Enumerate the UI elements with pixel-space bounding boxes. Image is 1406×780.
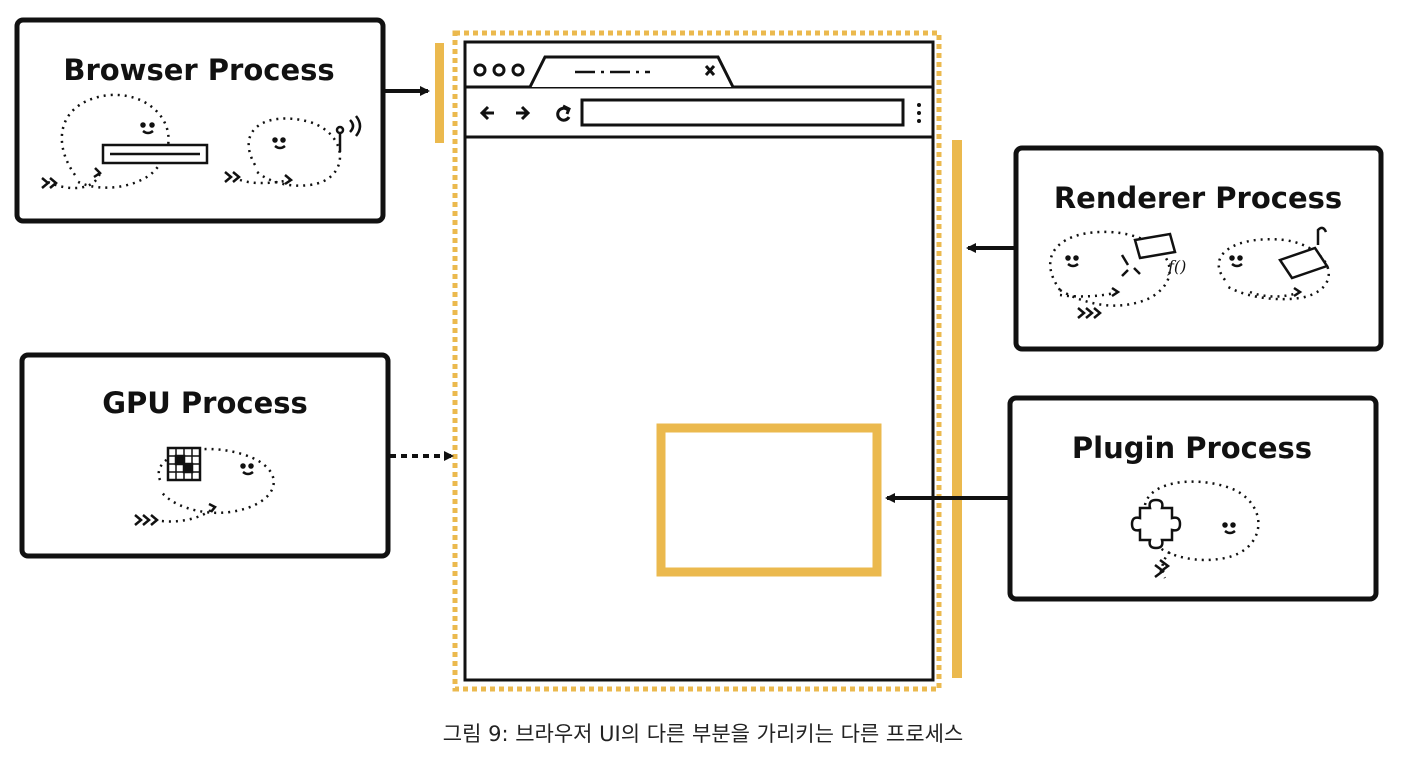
browser-process-illustration — [41, 93, 362, 190]
plugin-process-illustration — [1130, 480, 1260, 579]
process-diagram: Browser Process GPU Process — [14, 17, 1384, 692]
browser-tab[interactable] — [528, 55, 735, 88]
browser-process-box: Browser Process — [14, 17, 386, 224]
gpu-process-box: GPU Process — [19, 352, 391, 559]
renderer-process-box: Renderer Process f() — [1013, 145, 1384, 352]
plugin-process-title: Plugin Process — [1072, 431, 1312, 465]
reload-icon[interactable] — [556, 104, 571, 122]
browser-ui-indicator-bar — [435, 43, 444, 143]
renderer-content-indicator-bar — [952, 140, 962, 678]
plugin-area — [656, 423, 882, 577]
arrow-left-icon[interactable] — [479, 105, 494, 121]
browser-window — [452, 30, 942, 692]
more-vert-icon[interactable] — [917, 103, 921, 123]
browser-outline-dotted — [452, 30, 942, 692]
renderer-process-illustration: f() — [1048, 226, 1330, 319]
gpu-process-illustration — [134, 446, 275, 526]
browser-process-title: Browser Process — [63, 53, 334, 87]
address-bar[interactable] — [580, 98, 905, 127]
gpu-process-title: GPU Process — [102, 386, 308, 420]
svg-text:f(): f() — [1167, 257, 1186, 276]
puzzle-icon — [1130, 498, 1182, 550]
plugin-process-box: Plugin Process — [1007, 395, 1379, 602]
close-tab-icon[interactable] — [704, 65, 716, 76]
window-dots-icon — [473, 63, 525, 77]
figure-caption: 그림 9: 브라우저 UI의 다른 부분을 가리키는 다른 프로세스 — [442, 722, 964, 746]
renderer-process-title: Renderer Process — [1054, 181, 1342, 215]
arrow-right-icon[interactable] — [516, 105, 531, 121]
